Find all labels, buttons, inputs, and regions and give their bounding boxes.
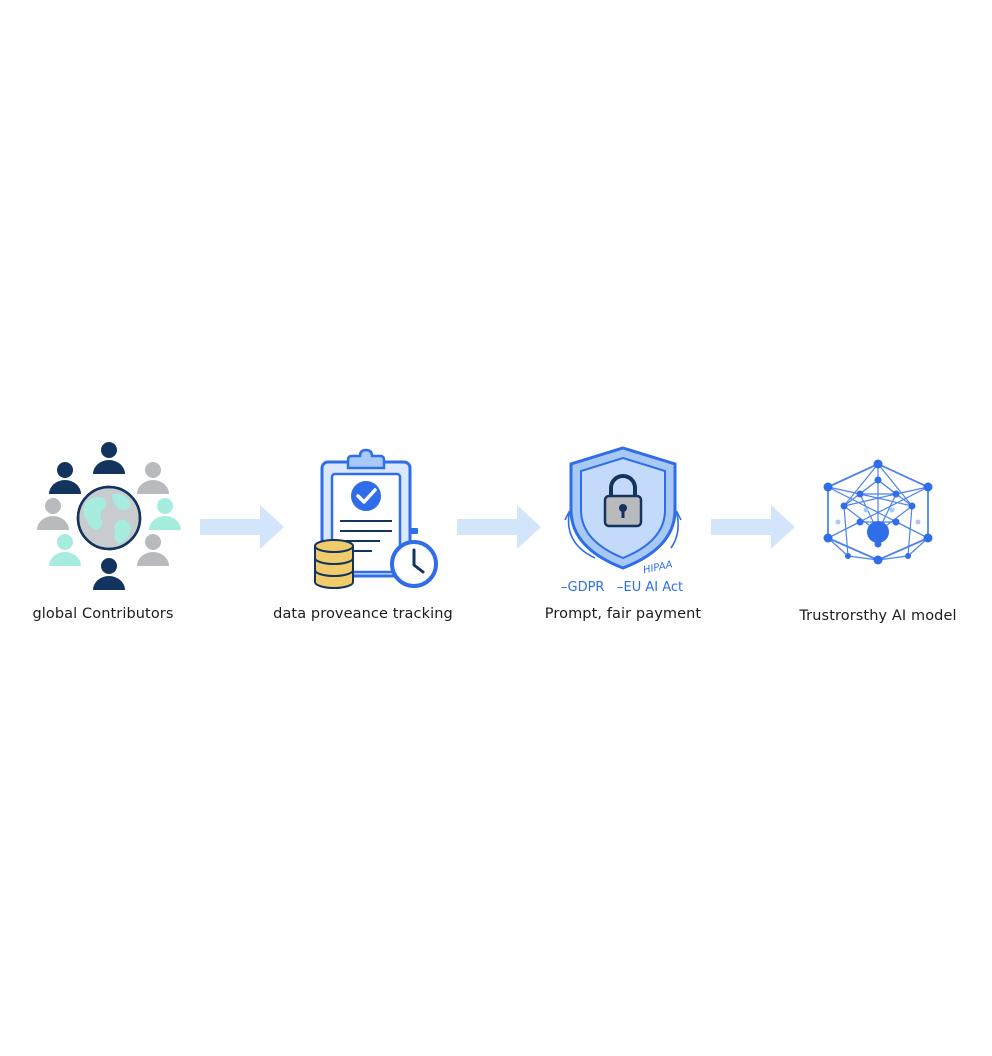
step-label: Trustrorsthy AI model	[799, 608, 957, 624]
step-label: data proveance tracking	[273, 606, 453, 622]
arrow-right-icon	[711, 505, 795, 549]
gdpr-label: –GDPR	[561, 580, 604, 595]
shield-lock-icon: –GDPR –EU AI Act HIPAA	[561, 446, 683, 595]
hipaa-label: HIPAA	[642, 559, 673, 576]
step-label: global Contributors	[32, 606, 174, 622]
arrow-right-icon	[457, 505, 541, 549]
neural-network-icon	[823, 459, 933, 565]
globe-people-icon	[37, 442, 181, 590]
eu-ai-act-label: –EU AI Act	[617, 580, 683, 595]
step-data-provenance: data proveance tracking	[243, 440, 483, 640]
step-fair-payment: –GDPR –EU AI Act HIPAA Prompt, fair paym…	[503, 440, 743, 640]
clipboard-check-coins-clock-icon	[314, 448, 438, 589]
step-global-contributors: global Contributors	[0, 440, 223, 640]
step-trustworthy-ai: Trustrorsthy AI model	[758, 440, 992, 640]
step-label: Prompt, fair payment	[544, 606, 702, 622]
arrow-right-icon	[200, 505, 284, 549]
